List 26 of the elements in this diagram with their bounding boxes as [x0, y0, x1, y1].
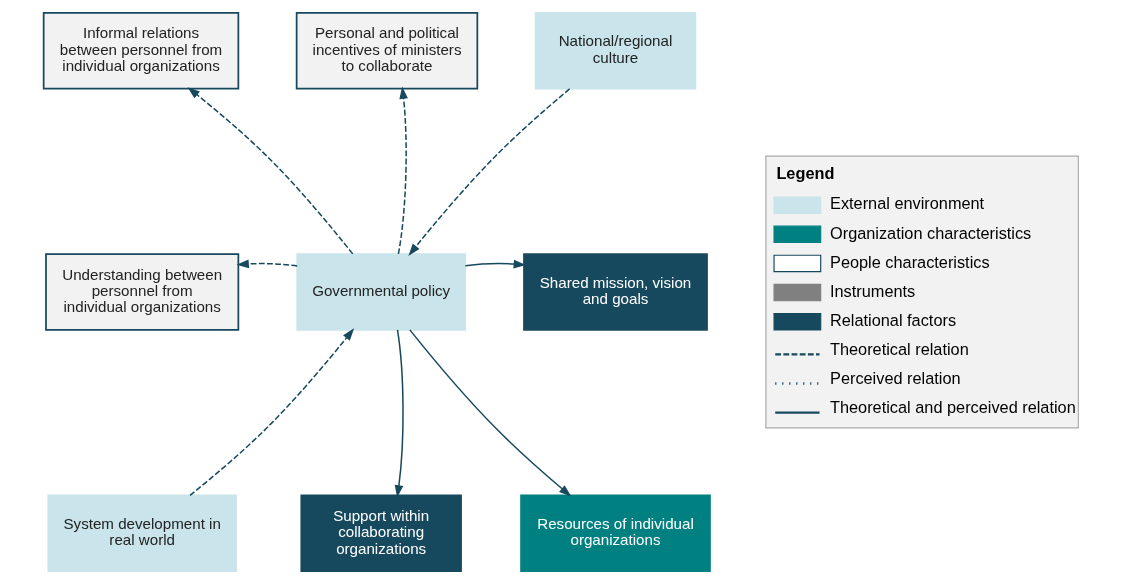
- node-box: Support within collaborating organizations: [300, 494, 462, 573]
- node-box: National/regional culture: [534, 11, 697, 90]
- node-box: Shared mission, vision and goals: [523, 253, 708, 331]
- arrow: [408, 88, 571, 256]
- legend-label: External environment: [830, 194, 985, 213]
- label: Legend: [776, 164, 835, 183]
- legend-label: Perceived relation: [830, 369, 961, 388]
- legend-label: People characteristics: [830, 252, 990, 271]
- node-box: Resources of individual organizations: [520, 494, 711, 573]
- legend-label: Relational factors: [830, 311, 957, 330]
- legend-label: Theoretical relation: [830, 340, 969, 359]
- arrow: [189, 328, 355, 497]
- legend-label: Organization characteristics: [830, 223, 1032, 242]
- node-box: Personal and political incentives of ministers to collaborate: [295, 11, 479, 90]
- node-box: System development in real world: [47, 494, 237, 573]
- arrow: [397, 86, 408, 255]
- arrow: [236, 259, 298, 269]
- arrow: [464, 259, 526, 269]
- arrow: [187, 87, 354, 255]
- node-box: Informal relations between personnel from individual organizations: [42, 11, 240, 90]
- node-box: Understanding between personnel from individual organizations: [45, 253, 240, 331]
- legend-label: Theoretical and perceived relation: [830, 398, 1076, 417]
- arrow: [409, 329, 572, 497]
- node-box: Governmental policy: [296, 253, 466, 331]
- arrow: [394, 329, 404, 498]
- legend-label: Instruments: [830, 281, 916, 300]
